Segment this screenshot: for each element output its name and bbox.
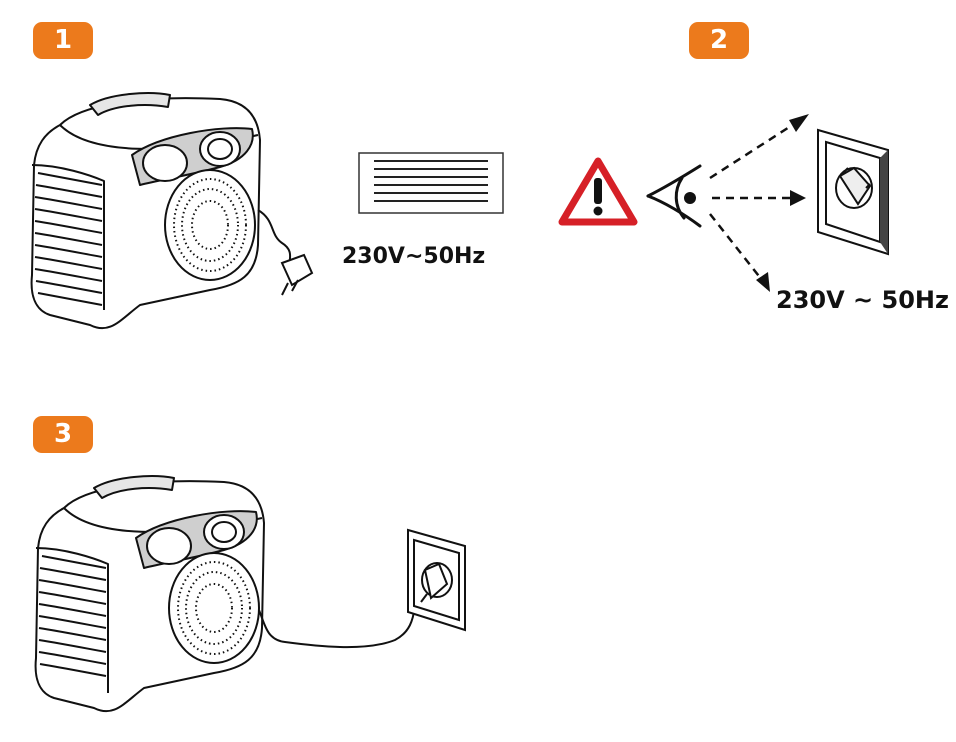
plug-icon — [420, 562, 453, 603]
step-2-voltage-label: 230V ~ 50Hz — [776, 286, 949, 314]
warning-triangle-icon — [558, 157, 638, 226]
rating-plate-icon — [358, 152, 504, 214]
fan-heater-icon — [34, 475, 265, 713]
fan-heater-icon — [30, 92, 314, 330]
wall-socket-icon — [817, 128, 889, 256]
step-1-badge: 1 — [33, 22, 93, 59]
step-1-voltage-label: 230V~50Hz — [342, 244, 486, 269]
eye-icon — [646, 114, 809, 292]
power-cord — [258, 605, 416, 649]
plug-icon — [280, 253, 314, 296]
step-3-badge: 3 — [33, 416, 93, 453]
step-2-badge: 2 — [689, 22, 749, 59]
wall-socket-icon — [407, 528, 466, 632]
